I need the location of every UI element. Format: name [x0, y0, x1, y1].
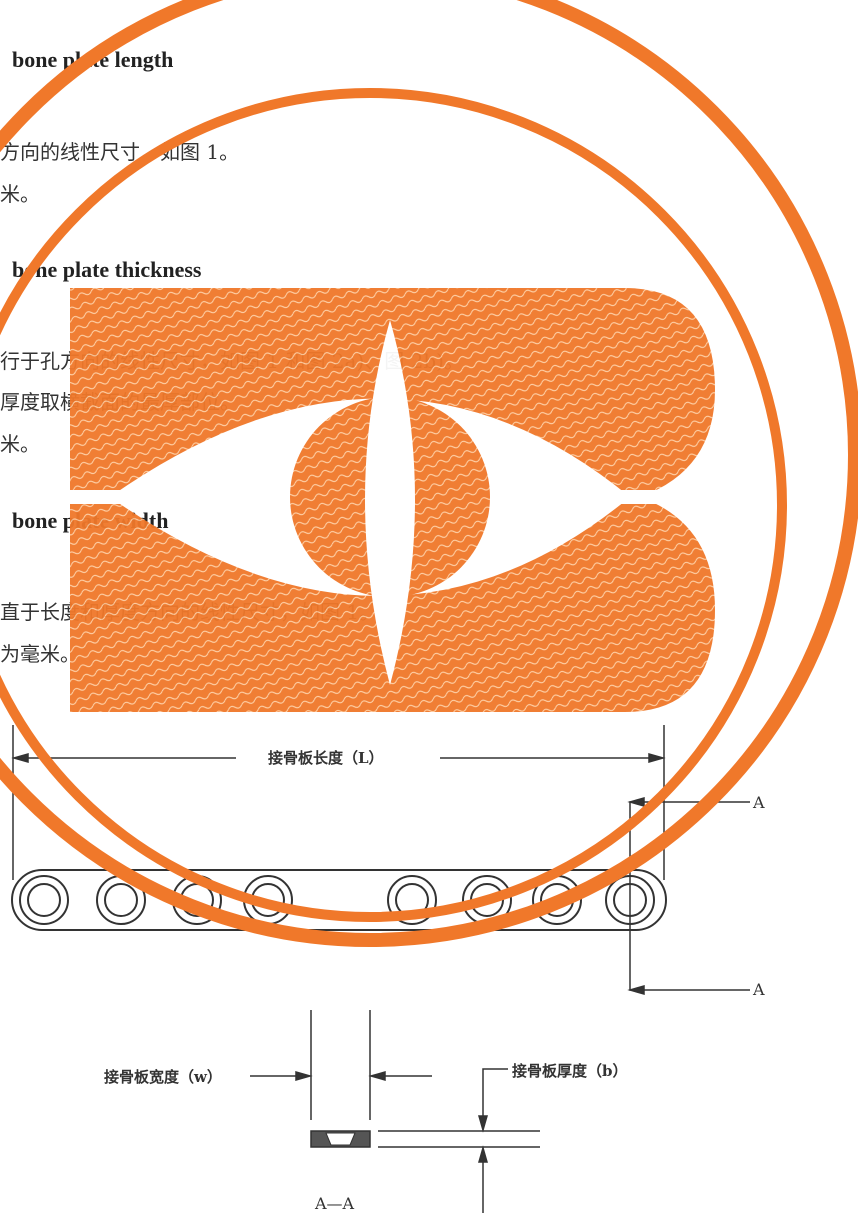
section-marker-top: A: [753, 793, 765, 812]
screw-hole-inner: [104, 883, 138, 917]
thickness-arrow-top: [478, 1115, 488, 1133]
thickness-leader: [482, 1068, 508, 1129]
thickness-arrow-bottom: [478, 1145, 488, 1163]
screw-hole-inner: [395, 883, 429, 917]
width-label: 接骨板宽度（w）: [104, 1068, 222, 1086]
cross-section-hole: [325, 1132, 356, 1146]
section-line-top: [629, 801, 750, 991]
section-arrow-bottom: [627, 985, 645, 995]
length-label: 接骨板长度（L）: [268, 749, 384, 767]
width-arrow-right: [368, 1071, 386, 1081]
screw-hole-inner: [540, 883, 574, 917]
thickness-label: 接骨板厚度（b）: [512, 1062, 628, 1080]
screw-hole-inner: [470, 883, 504, 917]
screw-hole-inner: [251, 883, 285, 917]
length-arrow-right: [648, 753, 666, 763]
section-marker-bottom: A: [753, 980, 765, 999]
screw-hole-inner: [180, 883, 214, 917]
screw-hole-inner: [27, 883, 61, 917]
length-arrow-left: [11, 753, 29, 763]
section-arrow-top: [627, 797, 645, 807]
section-caption: A—A: [315, 1194, 355, 1213]
screw-holes: [19, 875, 655, 925]
width-arrow-left: [295, 1071, 313, 1081]
